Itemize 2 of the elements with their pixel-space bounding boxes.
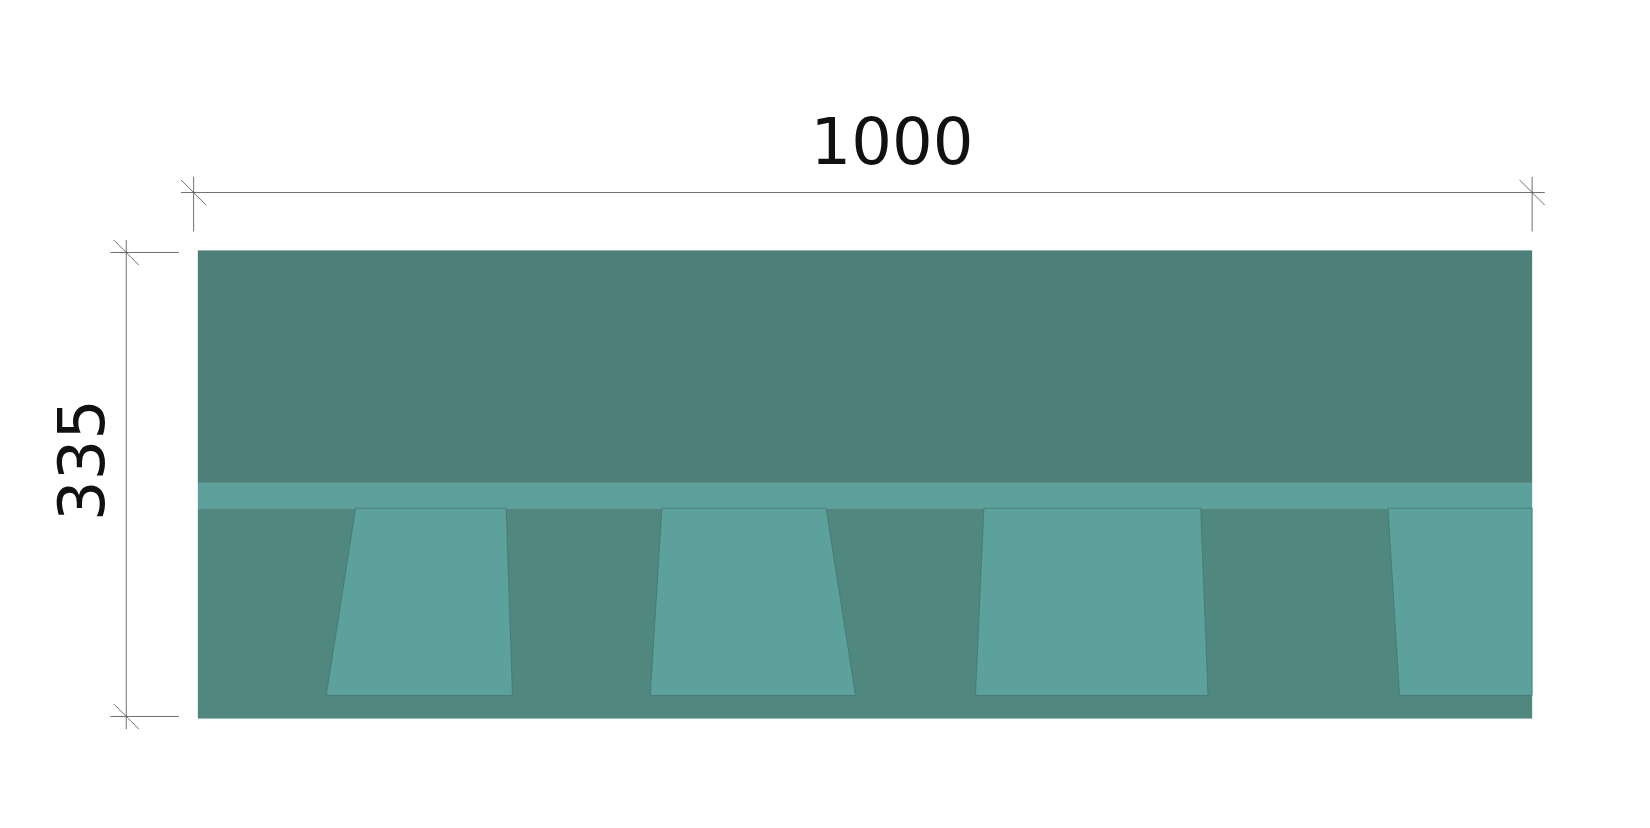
dimension-label: 1000	[810, 110, 974, 174]
dimension-label: 335	[50, 398, 114, 522]
